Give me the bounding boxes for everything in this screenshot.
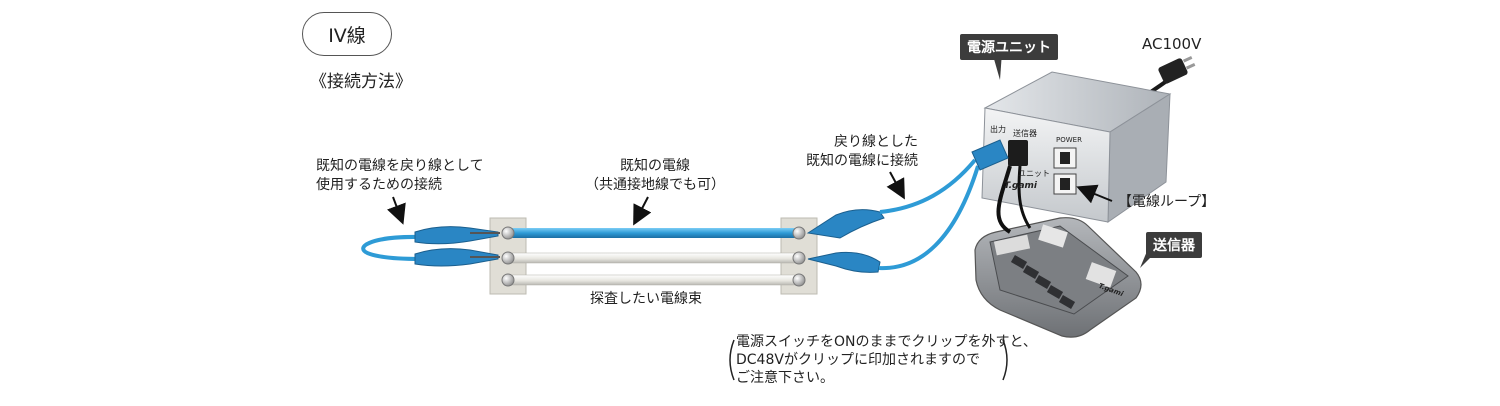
wire-white-1 xyxy=(507,252,800,264)
transmitter-device xyxy=(974,217,1142,338)
unit-output-text: 出力 xyxy=(990,125,1006,134)
label-known-wire-line2: （共通接地線でも可） xyxy=(585,177,725,193)
known-wire-blue xyxy=(508,228,799,238)
right-clips xyxy=(806,209,885,273)
title-text: IV線 xyxy=(328,24,366,47)
label-return-use-line2: 使用するための接続 xyxy=(316,177,442,193)
title-pill: IV線 xyxy=(302,12,392,56)
label-return-connect: 戻り線とした 既知の電線に接続 xyxy=(800,133,918,171)
left-loop-lead xyxy=(361,234,421,261)
ac-voltage-label: AC100V xyxy=(1142,35,1202,53)
label-known-wire-line1: 既知の電線 xyxy=(620,158,690,174)
left-clips xyxy=(414,226,500,267)
label-return-use-line1: 既知の電線を戻り線として xyxy=(316,158,484,174)
caution-note-line3: ご注意下さい。 xyxy=(736,370,834,386)
unit-name-text: ユニット xyxy=(1018,169,1050,178)
unit-brand-text: T.gami xyxy=(1004,181,1038,191)
transmitter-tag: 送信器 xyxy=(1146,232,1202,258)
unit-transmitter-text: 送信器 xyxy=(1013,129,1037,138)
return-lead-upper xyxy=(879,158,977,214)
label-bundle: 探査したい電線束 xyxy=(590,291,702,307)
callout-arrows xyxy=(387,171,1113,226)
transmitter-cable xyxy=(996,165,1012,234)
unit-output-plug xyxy=(971,139,1009,171)
wire-loop-label: 【電線ループ】 xyxy=(1118,194,1216,210)
method-heading: 《接続方法》 xyxy=(310,72,412,92)
wire-white-2 xyxy=(507,274,800,286)
label-known-wire: 既知の電線 （共通接地線でも可） xyxy=(585,157,725,195)
terminal-screws xyxy=(501,226,806,287)
label-return-connect-line2: 既知の電線に接続 xyxy=(806,153,918,169)
return-lead-lower xyxy=(878,165,980,271)
caution-note-line1: 電源スイッチをONのままでクリップを外すと、 xyxy=(736,334,1037,350)
caution-note-line2: DC48Vがクリップに印加されますので xyxy=(736,352,980,368)
unit-power-text: POWER xyxy=(1056,136,1082,144)
caution-note: 電源スイッチをONのままでクリップを外すと、 DC48Vがクリップに印加されます… xyxy=(736,333,1037,387)
label-return-use: 既知の電線を戻り線として 使用するための接続 xyxy=(316,157,484,195)
note-bracket-right xyxy=(1002,339,1008,381)
power-unit-tag: 電源ユニット xyxy=(960,34,1058,60)
label-return-connect-line1: 戻り線とした xyxy=(834,134,918,150)
note-bracket-left xyxy=(729,339,735,381)
